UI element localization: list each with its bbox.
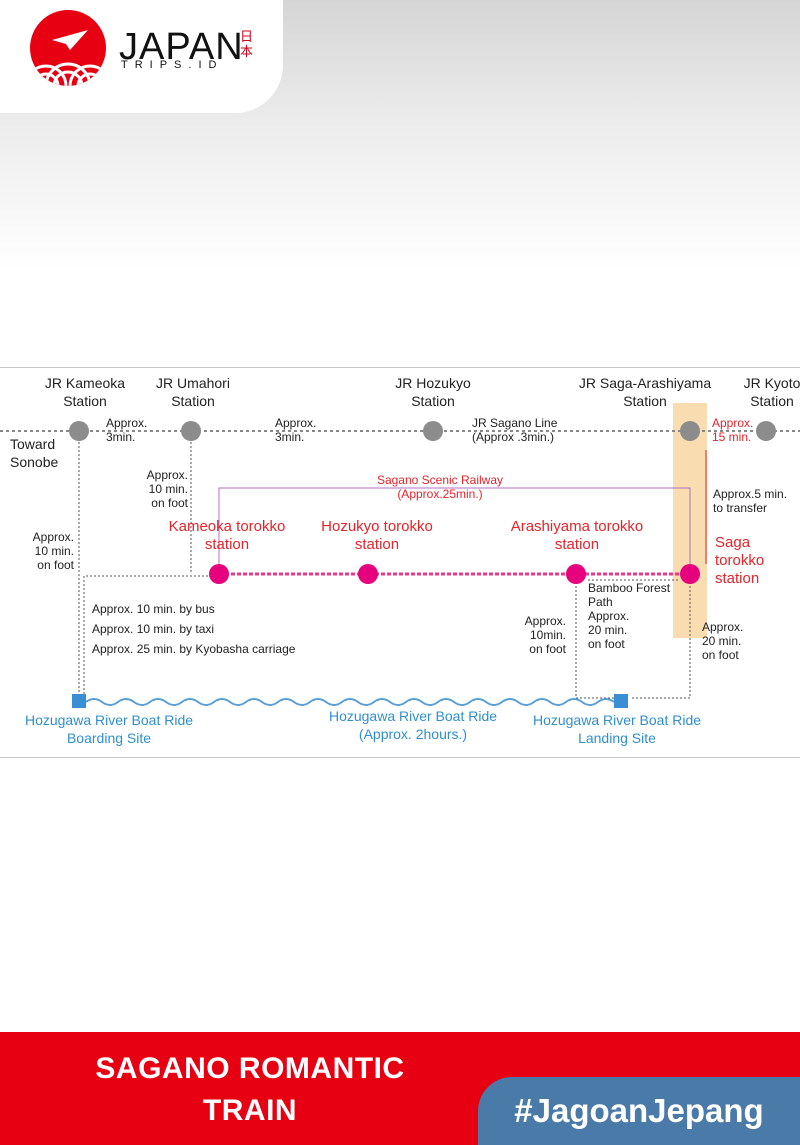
jr-kameoka-dot (69, 421, 89, 441)
route-lines (0, 403, 800, 708)
segment-kameoka-umahori: Approx.3min. (106, 416, 148, 444)
jr-kyoto-dot (756, 421, 776, 441)
logo-wordmark: JAPAN (119, 26, 244, 68)
kameoka-torokko-dot (209, 564, 229, 584)
river-line (85, 698, 615, 706)
saga-walk-label: Approx.20 min.on foot (702, 620, 744, 662)
logo: JAPAN TRIPS.ID 日本 (0, 0, 283, 113)
scenic-railway-label: Sagano Scenic Railway(Approx.25min.) (376, 473, 504, 501)
hashtag-badge (478, 1077, 800, 1145)
hashtag-text: #JagoanJepang (514, 1092, 764, 1129)
logo-subtitle: TRIPS.ID (121, 59, 224, 71)
scenic-railway-path (218, 487, 691, 573)
hozukyo-torokko-dot (358, 564, 378, 584)
saga-walk-path (632, 586, 691, 699)
arashiyama-torokko-dot (566, 564, 586, 584)
logo-emblem-icon (30, 10, 106, 86)
landing-site-marker (614, 694, 628, 708)
jr-saga-arashiyama-dot (680, 421, 700, 441)
access-carriage: Approx. 25 min. by Kyobasha carriage (92, 642, 296, 656)
saga-torokko-dot (680, 564, 700, 584)
transfer-label: Approx.5 min.to transfer (713, 487, 788, 515)
kameoka-walk-label: Approx.10 min.on foot (32, 530, 74, 572)
segment-umahori-hozukyo: Approx.3min. (275, 416, 317, 444)
access-bus: Approx. 10 min. by bus (92, 602, 215, 616)
arashiyama-walk-path (575, 586, 614, 699)
jr-hozukyo-dot (423, 421, 443, 441)
umahori-walk-label: Approx.10 min.on foot (146, 468, 188, 510)
segment-sagano-line: JR Sagano Line(Approx .3min.) (472, 416, 558, 444)
boat-ride-label: Hozugawa River Boat Ride(Approx. 2hours.… (328, 708, 498, 742)
jr-umahori-dot (181, 421, 201, 441)
arashiyama-walk-label: Approx.10min.on foot (524, 614, 566, 656)
segment-saga-kyoto: Approx.15 min. (712, 416, 754, 444)
boarding-site-marker (72, 694, 86, 708)
logo-kanji: 日本 (240, 30, 254, 60)
access-taxi: Approx. 10 min. by taxi (92, 622, 215, 636)
access-path (83, 575, 208, 698)
